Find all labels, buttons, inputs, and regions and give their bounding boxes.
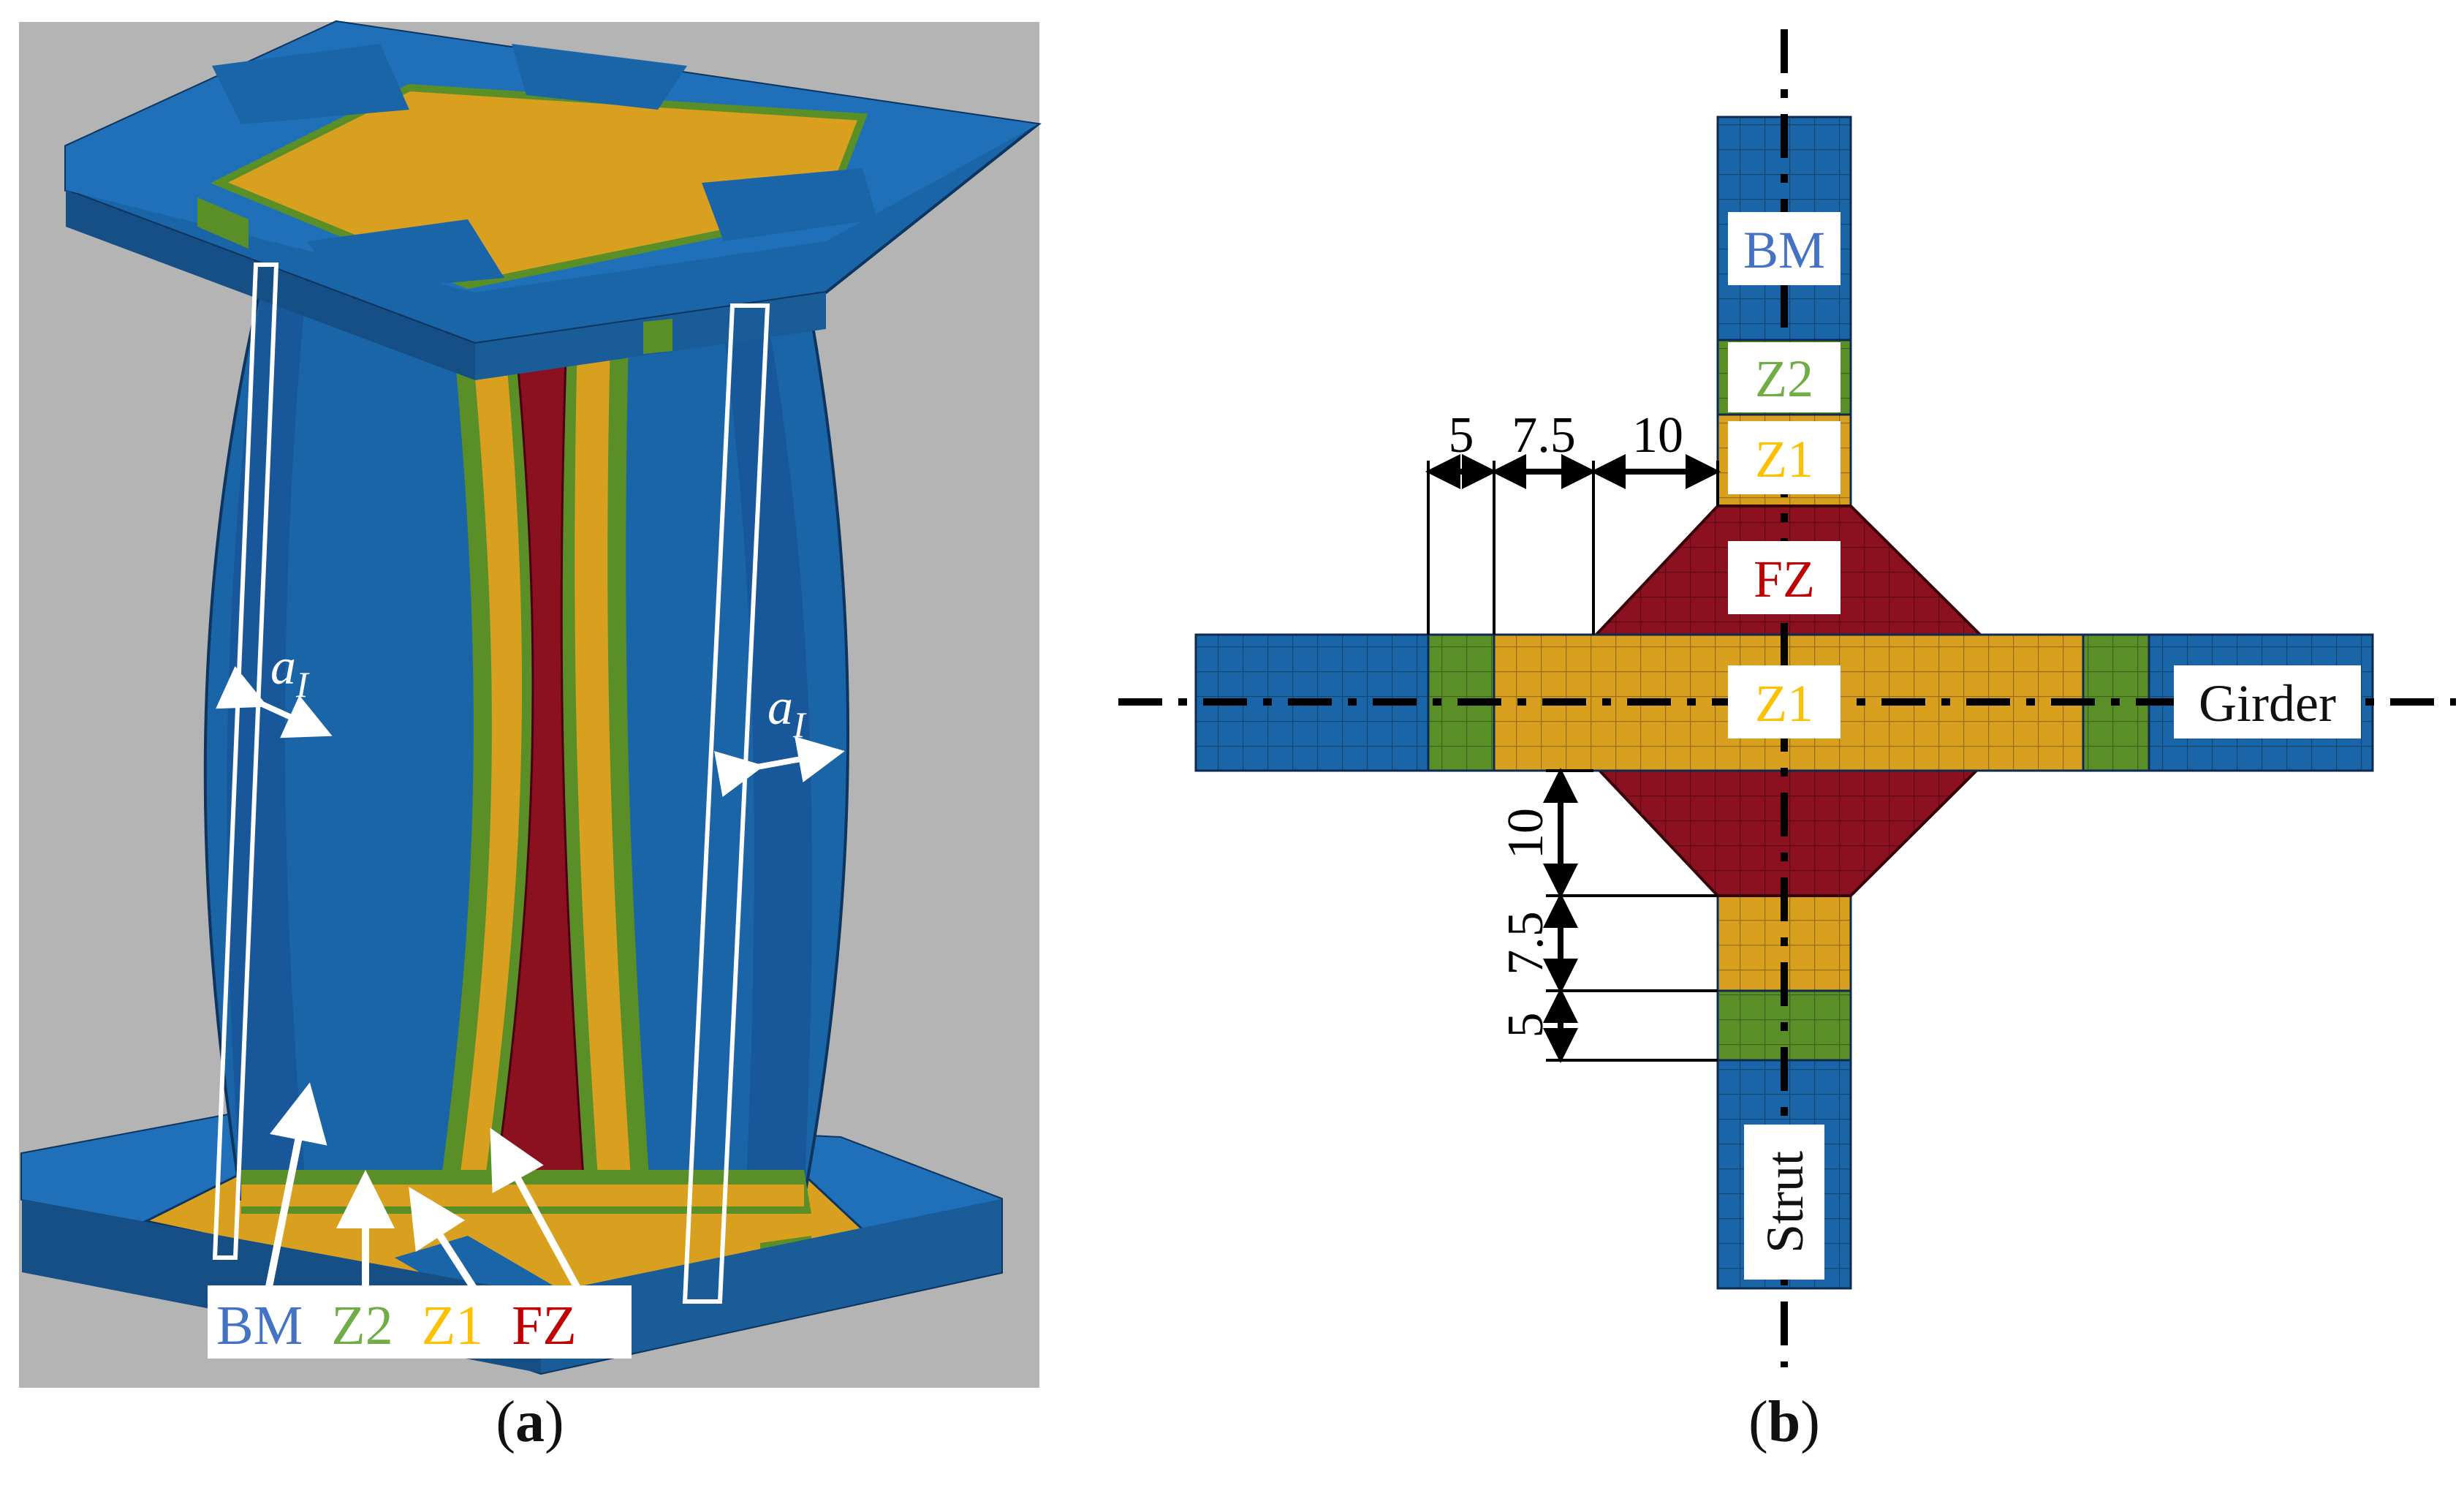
label-bm: BM [1743,221,1825,279]
left-imperfection-frame [212,262,279,1260]
panel-b: BM Z2 Z1 FZ Z1 Girder Strut 5 7.5 [1118,29,2456,1367]
caption-a: (a) [496,1390,564,1454]
label-z2: Z2 [1755,350,1813,408]
dimension-ai-right: aI [714,679,845,798]
zone-labels-b: BM Z2 Z1 FZ Z1 Girder Strut [1728,212,2361,1280]
dimension-ai-right-label: aI [767,679,807,745]
arrow-bm [259,1082,327,1317]
label-z1-center: Z1 [1755,674,1813,733]
column-web [203,276,849,1214]
dimension-ai-left-label: aI [270,639,310,705]
panel-a: aI aI BM Z2 Z1 FZ [19,20,1042,1388]
dim-v-5: 5 [1498,1013,1554,1038]
label-strut: Strut [1756,1151,1814,1253]
dim-v-10: 10 [1498,808,1554,859]
top-flange [64,20,1042,380]
dim-h-10: 10 [1632,407,1683,464]
legend-fz: FZ [512,1295,577,1356]
arrow-z1 [409,1187,486,1304]
dimensions-horizontal [1425,454,1721,635]
zone-legend-box [208,1285,632,1359]
dim-h-5: 5 [1449,407,1474,464]
legend-bm: BM [216,1295,303,1356]
legend-z1: Z1 [422,1295,483,1356]
label-fz: FZ [1754,550,1815,608]
zone-legend: BM Z2 Z1 FZ [208,1285,632,1359]
legend-z2: Z2 [331,1295,393,1356]
dim-v-7-5: 7.5 [1498,911,1554,975]
right-imperfection-frame [682,303,770,1304]
svg-text:BM Z2 Z1: BM Z2 Z1 FZ [216,1295,577,1356]
dimension-labels-horizontal: 5 7.5 10 [1449,407,1684,464]
imperfection-frames [212,262,770,1304]
arrow-fz [490,1127,588,1304]
dimensions-vertical [1543,768,1718,1063]
dim-h-7-5: 7.5 [1512,407,1576,464]
label-girder: Girder [2199,674,2336,733]
label-z1-top: Z1 [1755,430,1813,488]
caption-b: (b) [1748,1390,1820,1454]
dimension-ai-left: aI [216,639,333,738]
dimension-labels-vertical: 10 7.5 5 [1498,808,1554,1038]
